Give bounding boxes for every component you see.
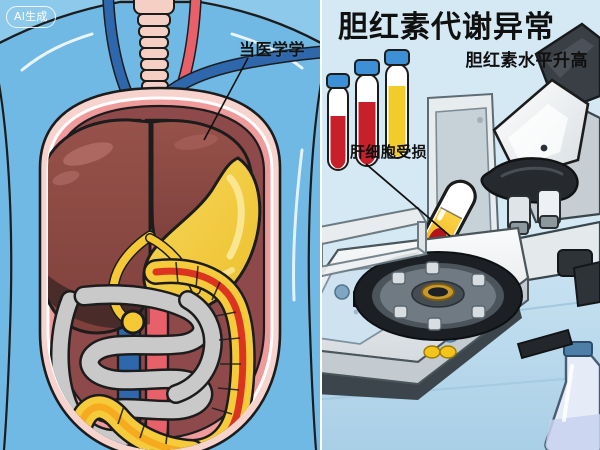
laboratory-illustration xyxy=(322,0,600,450)
callout-leader-line xyxy=(365,163,451,237)
objective-lenses xyxy=(507,189,561,235)
erlenmeyer-flask xyxy=(544,341,600,450)
liver-pointer-label: 当医学学 xyxy=(239,40,306,59)
liver-pointer-line xyxy=(203,57,249,141)
page-title: 胆红素代谢异常 xyxy=(338,10,555,45)
list-item xyxy=(354,59,380,167)
panel-divider xyxy=(320,0,322,450)
right-panel-lab: 胆红素代谢异常 胆红素水平升高 肝细胞受损 xyxy=(322,0,600,450)
list-item xyxy=(326,73,350,171)
left-panel-anatomy: AI生成 当医学学 xyxy=(0,0,320,450)
ai-generated-watermark: AI生成 xyxy=(6,6,56,28)
list-item xyxy=(384,49,410,159)
lab-stand-rod xyxy=(516,328,574,360)
microscope xyxy=(480,22,600,308)
page-subtitle: 胆红素水平升高 xyxy=(465,51,588,71)
test-tube-rack xyxy=(322,49,429,278)
anatomy-illustration xyxy=(0,0,320,450)
liver-cell-damage-callout: 肝细胞受损 xyxy=(350,143,428,161)
